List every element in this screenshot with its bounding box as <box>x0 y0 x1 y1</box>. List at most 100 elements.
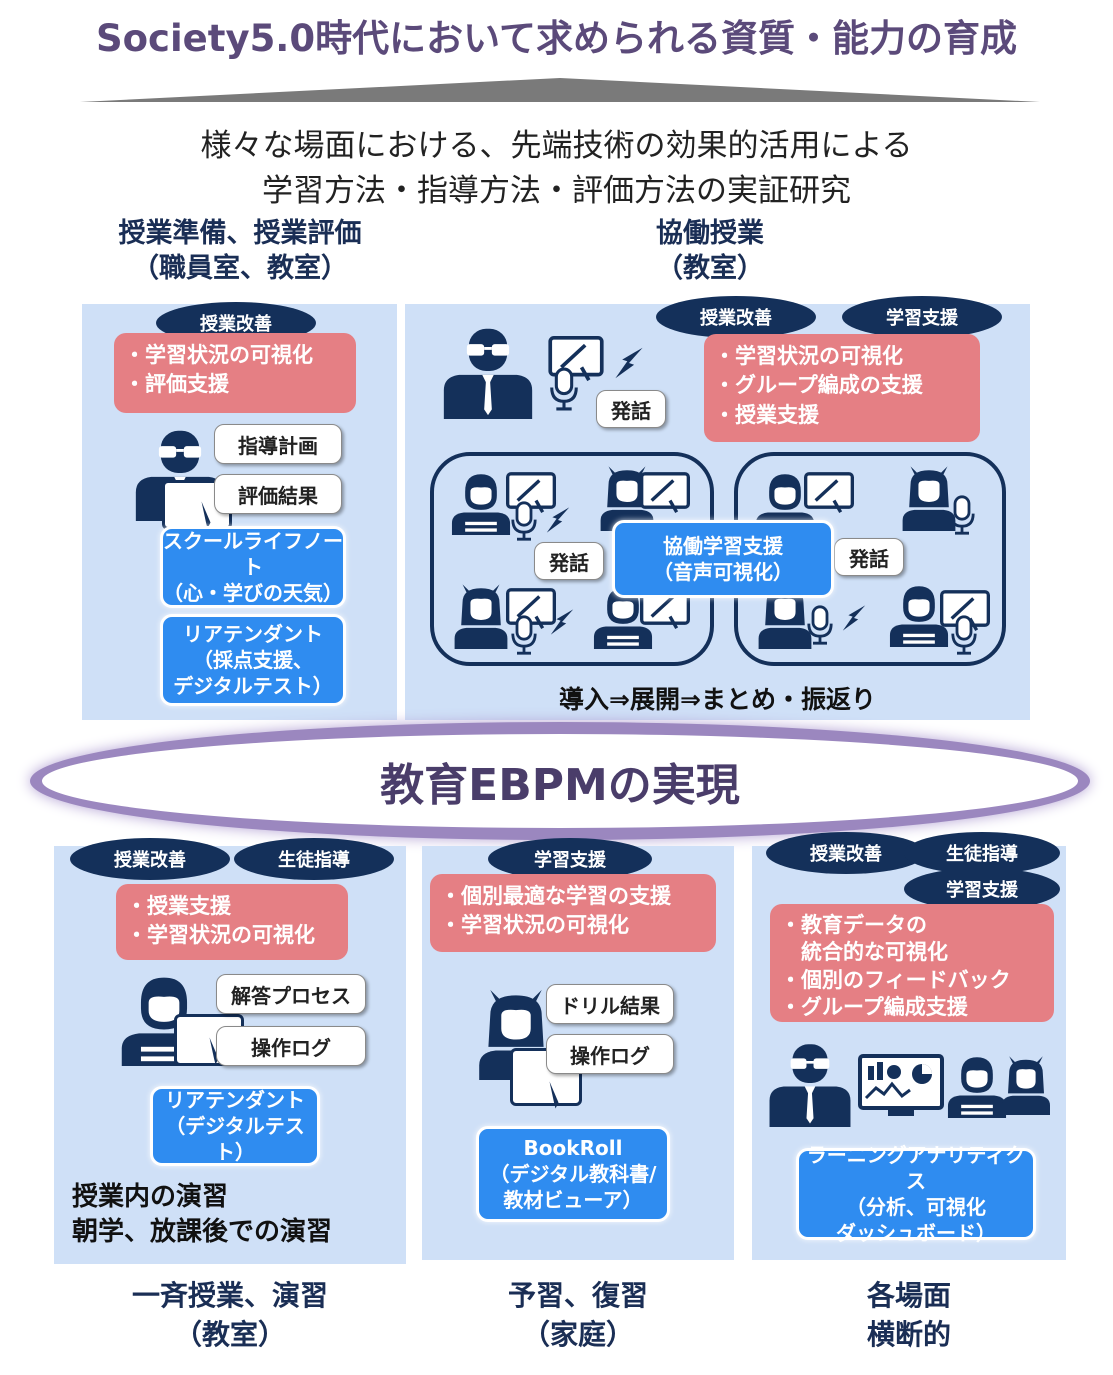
lesson-point: ・授業支援 <box>126 894 231 918</box>
prep-point: ・評価支援 <box>124 372 229 397</box>
prep-point: ・学習状況の可視化 <box>124 343 313 367</box>
collab-points: ・学習状況の可視化 ・グループ編成の支援 ・授業支援 <box>704 334 980 442</box>
scene-label-line: 各場面 <box>866 1279 951 1312</box>
mic-icon <box>510 500 538 542</box>
collab-point: ・授業支援 <box>714 402 819 427</box>
prep-heading-line1: 授業準備、授業評価 <box>118 218 362 249</box>
lesson-pill-guidance: 生徒指導 <box>234 838 394 880</box>
collab-pill-improve: 授業改善 <box>656 296 816 338</box>
collab-pill-support: 学習支援 <box>842 296 1002 338</box>
tool-desc: （デジタルテスト） <box>165 1114 305 1164</box>
cross-point: ・個別のフィードバック <box>780 967 1011 992</box>
collab-voice-tool: 協働学習支援 （音声可視化） <box>612 520 834 598</box>
prep-points: ・学習状況の可視化 ・評価支援 <box>114 333 356 413</box>
tool-desc: ダッシュボード） <box>836 1221 996 1245</box>
tool-name: リアテンダント <box>183 622 323 646</box>
ebpm-ellipse: 教育EBPMの実現 <box>30 722 1090 840</box>
lesson-tag-log: 操作ログ <box>216 1026 366 1066</box>
prep-tag-result: 評価結果 <box>214 474 342 514</box>
lesson-point: ・学習状況の可視化 <box>126 923 315 948</box>
mic-icon <box>548 366 580 412</box>
cross-pill-support: 学習支援 <box>904 868 1060 910</box>
speech-tag: 発話 <box>534 542 604 580</box>
tool-name: スクールライフノート <box>163 529 343 579</box>
schoollife-note-tool: スクールライフノート （心・学びの天気） <box>160 526 346 608</box>
tool-desc: デジタルテスト） <box>173 674 333 698</box>
prep-tag-plan: 指導計画 <box>214 424 342 464</box>
lesson-note-line: 授業内の演習 <box>72 1182 229 1212</box>
teacher-icon <box>440 316 536 426</box>
tablet-icon <box>640 472 690 514</box>
dashboard-monitor-icon <box>858 1054 944 1116</box>
prep-heading-line2: （職員室、教室） <box>132 253 348 285</box>
home-point: ・個別最適な学習の支援 <box>440 884 671 908</box>
tool-name: リアテンダント <box>165 1088 305 1112</box>
tool-name: BookRoll <box>523 1136 623 1160</box>
scene-label-line: 横断的 <box>866 1318 951 1352</box>
tablet-icon <box>804 472 854 514</box>
student-girl-icon <box>448 580 514 652</box>
home-pill-support: 学習支援 <box>488 838 652 880</box>
learning-analytics-tool: ラーニングアナリティクス （分析、可視化 ダッシュボード） <box>796 1143 1036 1245</box>
realtendant-prep-tool: リアテンダント （採点支援、 デジタルテスト） <box>160 614 346 706</box>
lesson-pill-improve: 授業改善 <box>70 838 230 880</box>
lesson-note: 授業内の演習 朝学、放課後での演習 <box>72 1180 402 1250</box>
mic-icon <box>510 614 538 656</box>
home-tag-drill: ドリル結果 <box>546 984 674 1024</box>
tool-desc: （心・学びの天気） <box>163 581 343 605</box>
tool-name: 協働学習支援 <box>663 534 783 558</box>
teacher-icon <box>766 1036 854 1130</box>
student-girl-icon <box>996 1040 1056 1130</box>
cross-points: ・教育データの 統合的な可視化 ・個別のフィードバック ・グループ編成支援 <box>770 904 1054 1022</box>
tool-desc: （分析、可視化 <box>846 1195 986 1219</box>
home-scene-label: 予習、復習 （家庭） <box>422 1276 734 1354</box>
page-title: Society5.0時代において求められる資質・能力の育成 <box>95 17 1018 60</box>
collab-heading-line1: 協働授業 <box>656 218 764 249</box>
cross-point: 統合的な可視化 <box>780 940 948 965</box>
scene-label-line: （教室） <box>173 1318 286 1352</box>
mic-icon <box>950 614 978 656</box>
home-point: ・学習状況の可視化 <box>440 913 629 938</box>
divider-triangle <box>80 78 1040 102</box>
collab-flow-text: 導入⇒展開⇒まとめ・振返り <box>559 685 876 714</box>
cross-pill-guidance: 生徒指導 <box>904 832 1060 874</box>
speech-tag: 発話 <box>834 538 904 576</box>
cross-point: ・教育データの <box>780 913 927 937</box>
realtendant-lesson-tool: リアテンダント （デジタルテスト） <box>150 1086 320 1166</box>
collab-point: ・グループ編成の支援 <box>714 373 923 398</box>
lesson-note-line: 朝学、放課後での演習 <box>72 1217 333 1248</box>
lesson-points: ・授業支援 ・学習状況の可視化 <box>116 884 348 960</box>
home-points: ・個別最適な学習の支援 ・学習状況の可視化 <box>430 874 716 952</box>
collab-heading-line2: （教室） <box>656 253 764 285</box>
voice-bolt-icon <box>840 604 868 632</box>
cross-scene-label: 各場面 横断的 <box>752 1276 1066 1354</box>
tool-name: ラーニングアナリティクス <box>806 1143 1026 1193</box>
home-tag-log: 操作ログ <box>546 1034 674 1074</box>
tool-desc: （デジタル教科書/ <box>489 1162 657 1186</box>
tool-desc: （採点支援、 <box>193 648 313 672</box>
mic-icon <box>806 604 834 646</box>
student-boy-icon <box>448 466 514 538</box>
collab-point: ・学習状況の可視化 <box>714 344 903 368</box>
prep-heading: 授業準備、授業評価 （職員室、教室） <box>60 216 420 286</box>
lesson-scene-label: 一斉授業、演習 （教室） <box>54 1276 406 1354</box>
scene-label-line: （家庭） <box>521 1318 634 1352</box>
voice-bolt-icon <box>544 506 572 534</box>
cross-pill-improve: 授業改善 <box>766 832 926 874</box>
voice-bolt-icon <box>612 346 646 380</box>
mic-icon <box>948 494 976 536</box>
pen-icon <box>546 1080 562 1110</box>
subtitle-line2: 学習方法・指導方法・評価方法の実証研究 <box>262 173 851 209</box>
scene-label-line: 一斉授業、演習 <box>131 1279 328 1312</box>
lesson-tag-process: 解答プロセス <box>216 974 366 1014</box>
speech-tag: 発話 <box>596 390 666 428</box>
tool-desc: 教材ビューア） <box>503 1188 643 1212</box>
voice-bolt-icon <box>548 608 576 636</box>
scene-label-line: 予習、復習 <box>507 1279 648 1312</box>
tool-desc: （音声可視化） <box>653 560 793 584</box>
subtitle-line1: 様々な場面における、先端技術の効果的活用による <box>200 128 913 164</box>
cross-point: ・グループ編成支援 <box>780 994 968 1019</box>
ebpm-label: 教育EBPMの実現 <box>380 760 740 811</box>
bookroll-tool: BookRoll （デジタル教科書/ 教材ビューア） <box>476 1126 670 1222</box>
collab-heading: 協働授業 （教室） <box>520 216 900 286</box>
